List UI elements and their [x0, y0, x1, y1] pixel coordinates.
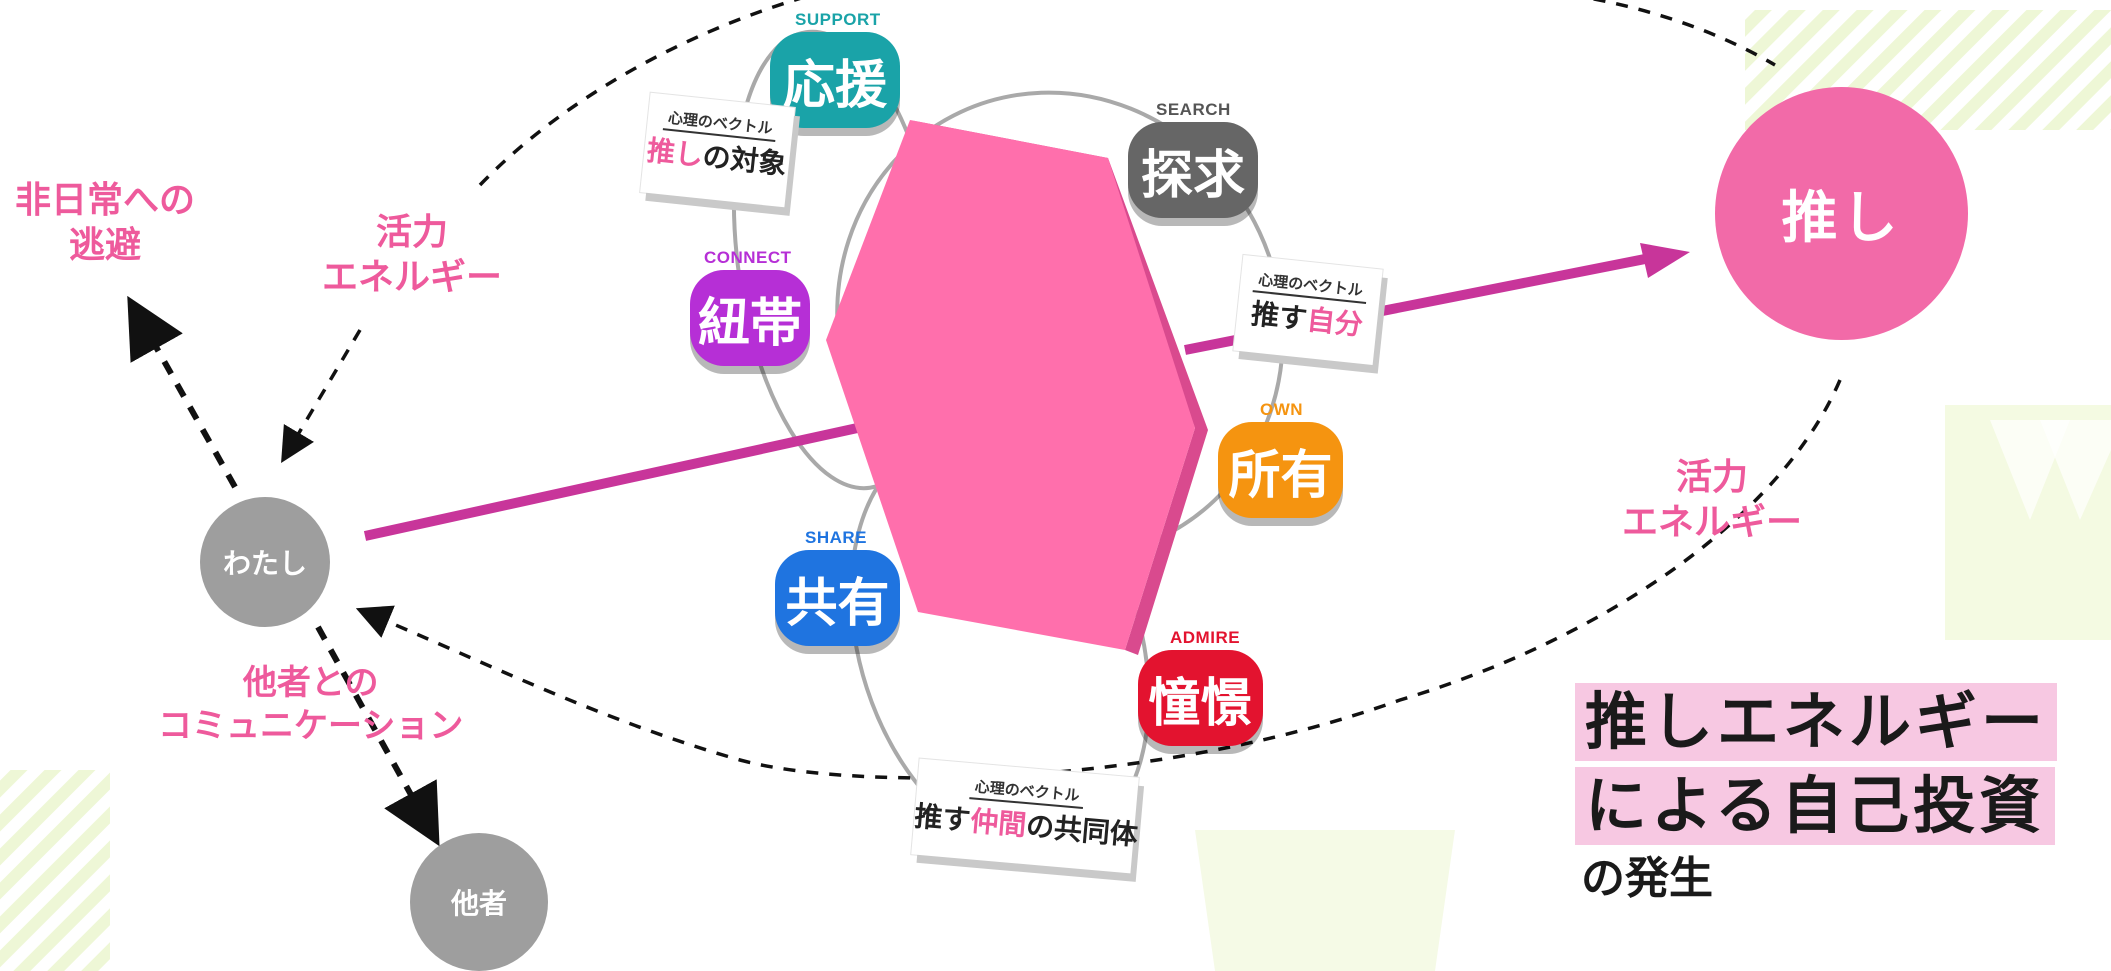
- dashed-curve-right-bottom: [355, 379, 1842, 780]
- tag-share-ja: 共有: [785, 573, 890, 634]
- node-oshi: 推し: [1715, 87, 1968, 340]
- tag-connect-ja: 紐帯: [697, 293, 802, 354]
- title-line2: による自己投資: [1575, 767, 2056, 845]
- tag-admire-en: ADMIRE: [1170, 628, 1241, 647]
- dashed-arrow-to-escape: [127, 295, 238, 489]
- title-line3: の発生: [1581, 853, 1713, 904]
- tag-connect-en: CONNECT: [704, 248, 792, 267]
- vector-card-target-part1: 推し: [645, 133, 705, 173]
- node-self: わたし: [200, 497, 330, 627]
- node-self-label: わたし: [222, 547, 307, 580]
- zigzag-bottom: [1195, 830, 1455, 971]
- label-communication-line2: コミュニケーション: [158, 705, 464, 746]
- tag-search-en: SEARCH: [1156, 100, 1231, 119]
- tag-search-ja: 探求: [1140, 145, 1245, 206]
- node-others: 他者: [410, 833, 548, 971]
- vector-card-community-part1: 推す: [913, 799, 972, 838]
- stripe-bottom-left: [0, 770, 110, 971]
- vector-card-target: 心理のベクトル 推しの対象: [640, 92, 795, 208]
- energy-arrow-head: [1640, 243, 1690, 278]
- dashed-curve-top: [478, 0, 1776, 187]
- vector-card-self-part1: 推す: [1249, 297, 1309, 336]
- dashed-arrow-energy-to-self: [281, 329, 362, 464]
- node-others-label: 他者: [450, 887, 507, 920]
- tag-admire-ja: 憧憬: [1148, 673, 1253, 734]
- hexagon-face: [826, 120, 1195, 650]
- label-communication: 他者との コミュニケーション: [158, 662, 463, 747]
- tag-support-ja: 応援: [782, 55, 887, 116]
- tag-connect-pill: 紐帯: [690, 270, 810, 366]
- diagram-title: 推しエネルギー による自己投資 の発生: [1575, 683, 2058, 907]
- vector-card-target-part2: の対象: [701, 139, 789, 182]
- tag-search-pill: 探求: [1128, 122, 1258, 218]
- tag-support-pill: 応援: [770, 32, 900, 128]
- label-communication-line1: 他者との: [242, 663, 379, 703]
- tag-own-pill: 所有: [1218, 422, 1343, 518]
- label-energy-left-line1: 活力: [376, 212, 449, 253]
- node-oshi-label: 推し: [1781, 186, 1902, 251]
- label-energy-right-line2: エネルギー: [1622, 502, 1803, 543]
- vector-card-self: 心理のベクトル 推す自分: [1233, 254, 1383, 366]
- label-energy-right: 活力 エネルギー: [1622, 455, 1802, 545]
- vector-card-self-part2: 自分: [1305, 303, 1365, 342]
- tag-own-en: OWN: [1260, 400, 1304, 419]
- label-escape: 非日常への 逃避: [15, 178, 195, 268]
- vector-card-community-part2: 仲間: [968, 804, 1028, 843]
- vector-card-community-big: 推す仲間の共同体: [913, 794, 1140, 853]
- title-line1: 推しエネルギー: [1575, 683, 2058, 761]
- vector-card-community-part3: の共同体: [1024, 809, 1140, 852]
- label-energy-right-line1: 活力: [1676, 457, 1749, 498]
- tag-share-en: SHARE: [805, 528, 868, 547]
- label-energy-left-line2: エネルギー: [322, 257, 503, 298]
- tag-admire-pill: 憧憬: [1138, 650, 1263, 746]
- tag-support-en: SUPPORT: [795, 10, 881, 29]
- dashed-arrow-to-others: [315, 625, 440, 847]
- vector-card-community: 心理のベクトル 推す仲間の共同体: [911, 758, 1140, 874]
- label-escape-line1: 非日常への: [15, 180, 196, 221]
- tag-share-pill: 共有: [775, 550, 900, 646]
- tag-own-ja: 所有: [1228, 445, 1333, 506]
- zigzag-right-notch-2: [2040, 420, 2111, 520]
- label-escape-line2: 逃避: [69, 225, 142, 266]
- label-energy-left: 活力 エネルギー: [322, 210, 502, 300]
